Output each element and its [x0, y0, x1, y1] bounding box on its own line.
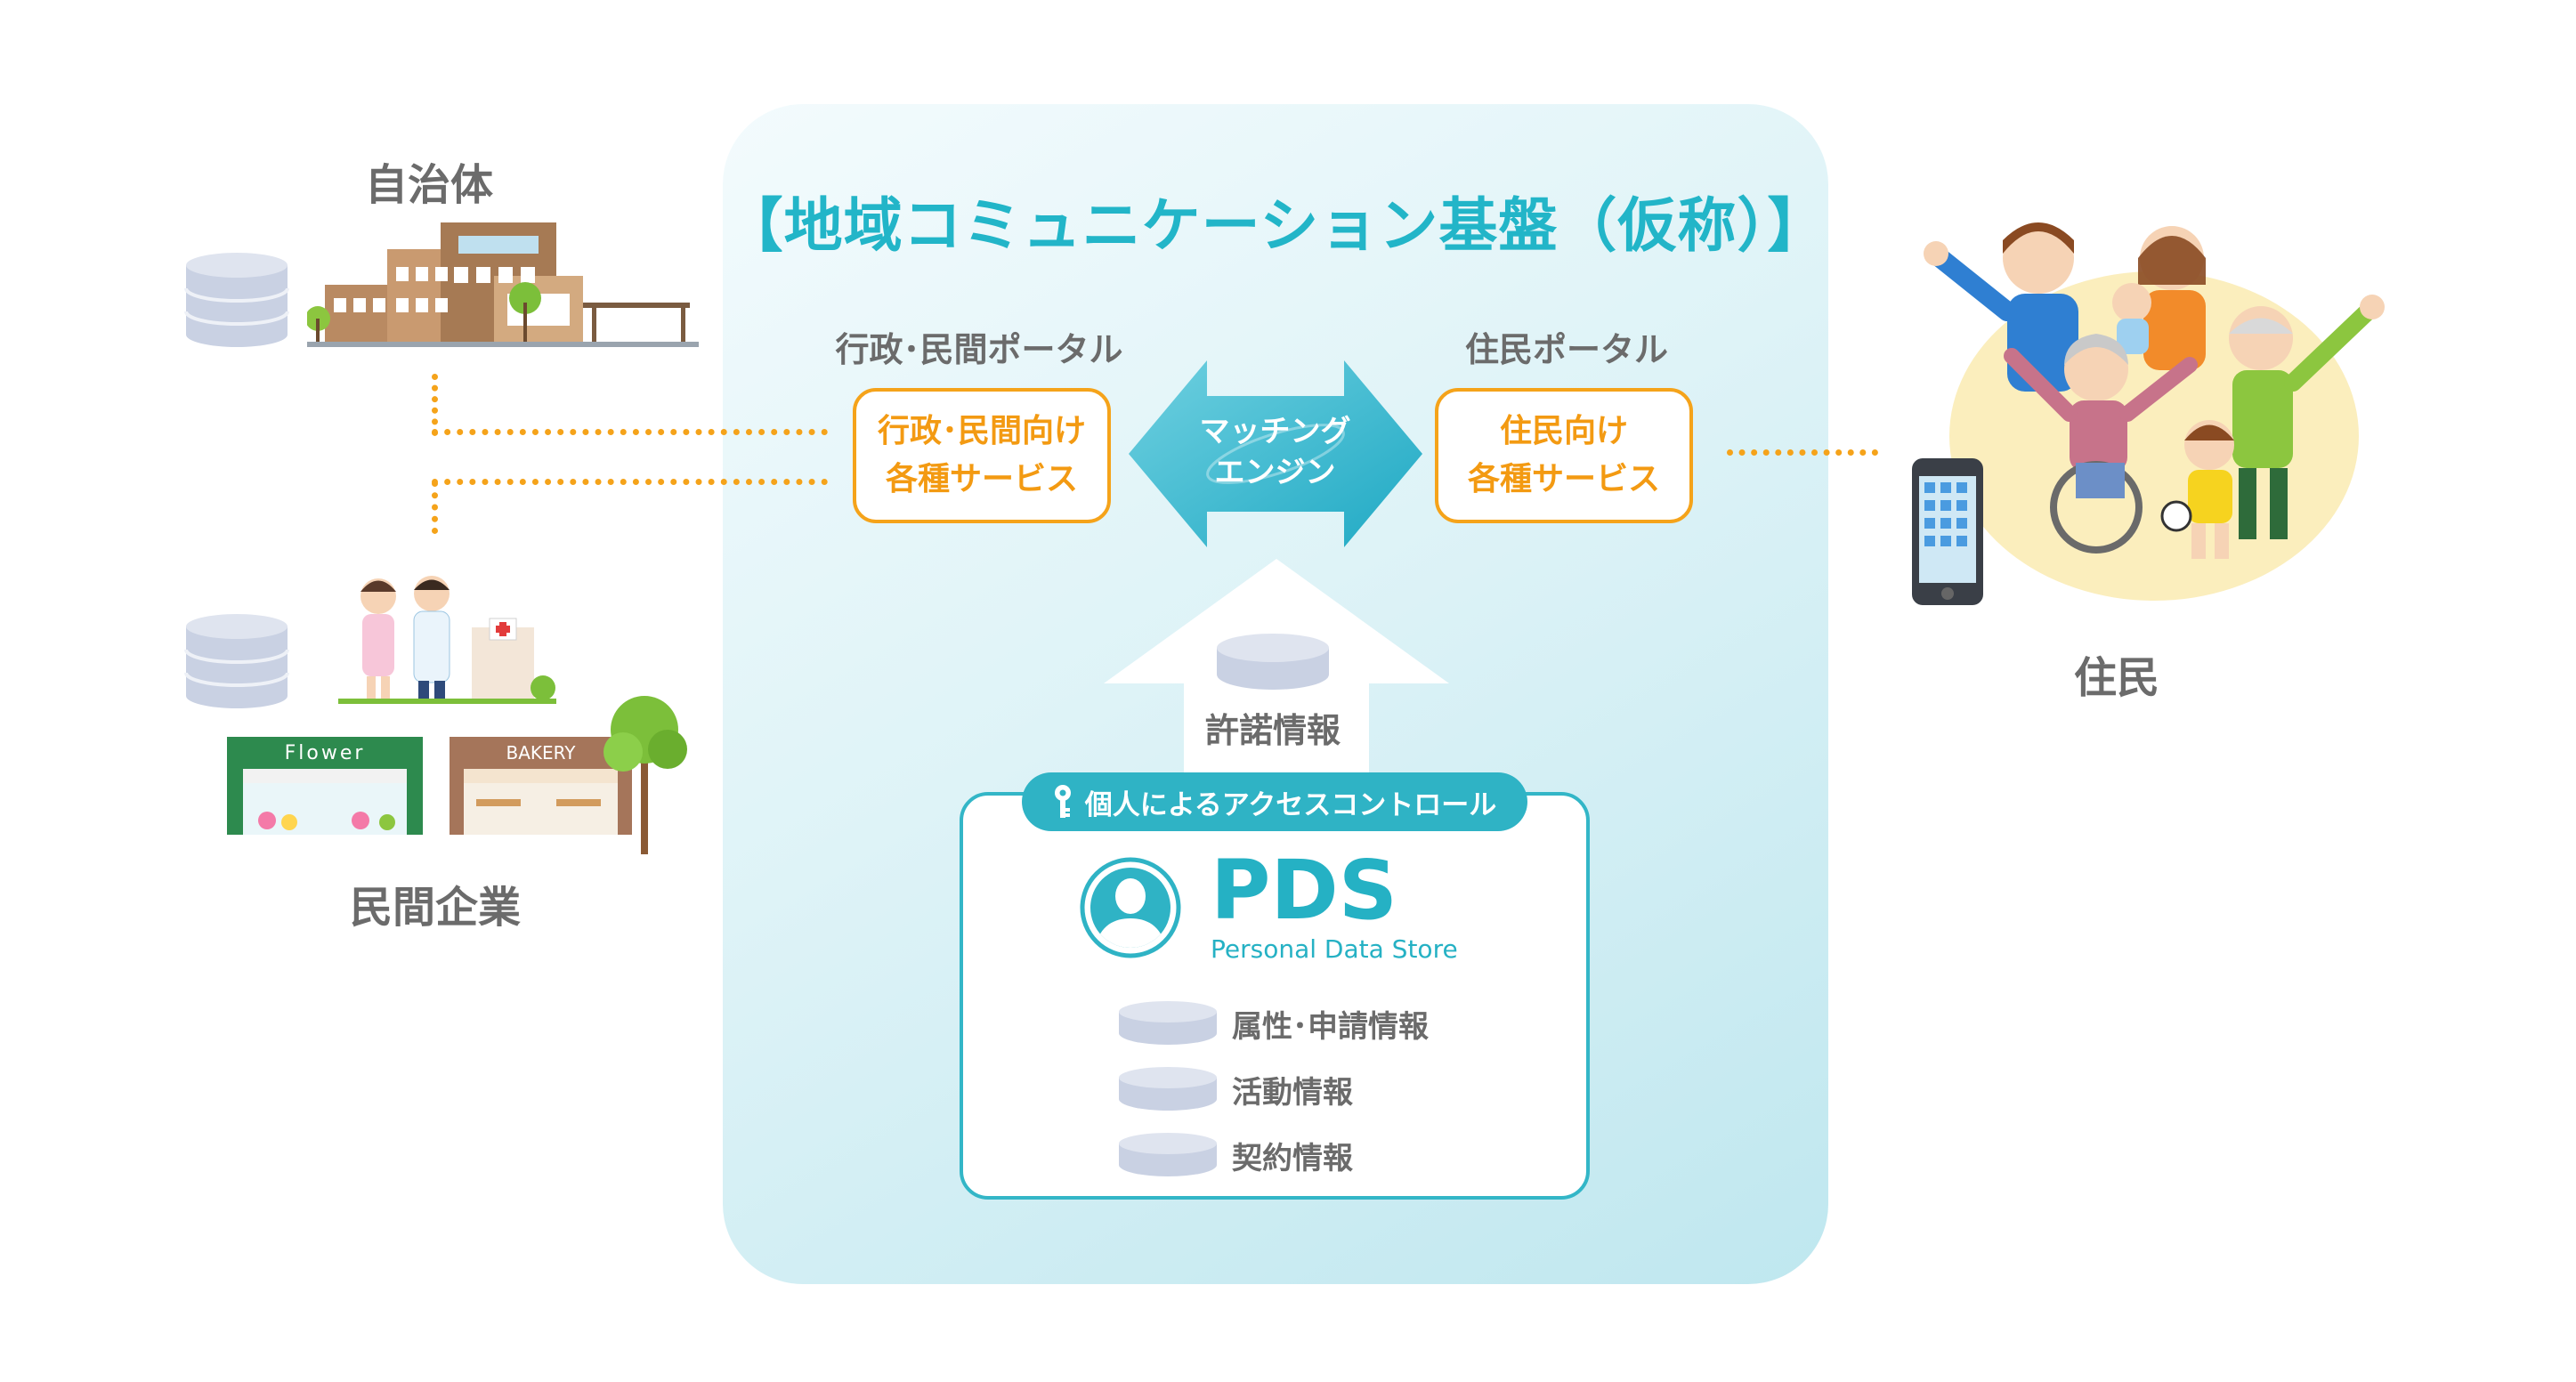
- admin-service-box: 行政･民間向け 各種サービス: [853, 388, 1111, 523]
- pds-item-activity: 活動情報: [1232, 1075, 1353, 1111]
- resident-service-line1: 住民向け: [1499, 413, 1628, 449]
- bakery-shop-icon: [450, 737, 632, 835]
- connector-company: [432, 479, 828, 485]
- admin-service-line2: 各種サービス: [885, 461, 1078, 497]
- connector-municipality: [432, 429, 828, 435]
- access-control-label: 個人によるアクセスコントロール: [1084, 788, 1497, 821]
- consent-label: 許諾情報: [1204, 711, 1341, 750]
- company-database-icon: [184, 614, 289, 708]
- municipality-database-icon: [184, 253, 289, 347]
- matching-engine-label: マッチング エンジン: [1184, 411, 1366, 493]
- city-hall-building-icon: [307, 222, 699, 347]
- resident-service-box: 住民向け 各種サービス: [1435, 388, 1693, 523]
- connector-municipality-vertical: [432, 374, 438, 436]
- resident-portal-label: 住民ポータル: [1464, 330, 1668, 369]
- flower-shop-icon: [227, 737, 423, 835]
- access-control-badge: 個人によるアクセスコントロール: [1022, 772, 1527, 831]
- key-icon: [1054, 785, 1071, 818]
- municipality-label: 自治体: [365, 160, 494, 210]
- connector-resident: [1727, 449, 1878, 456]
- admin-service-line1: 行政･民間向け: [877, 413, 1086, 449]
- pds-title: PDS: [1211, 843, 1398, 938]
- pds-item-attributes: 属性･申請情報: [1232, 1009, 1429, 1045]
- resident-label: 住民: [2074, 653, 2160, 703]
- admin-portal-label: 行政･民間ポータル: [835, 330, 1123, 369]
- private-company-label: 民間企業: [350, 883, 522, 933]
- database-icon-attributes: [1119, 1001, 1217, 1045]
- pds-subtitle: Personal Data Store: [1211, 934, 1458, 964]
- consent-database-icon: [1217, 634, 1329, 690]
- residents-family-illustration: [1912, 222, 2385, 605]
- resident-service-line2: 各種サービス: [1467, 461, 1660, 497]
- flower-shop-sign: Flower: [284, 742, 366, 764]
- doctor-nurse-clinic-icon: [338, 576, 556, 704]
- matching-line2: エンジン: [1214, 455, 1336, 490]
- matching-line1: マッチング: [1199, 414, 1351, 449]
- pds-item-contract: 契約情報: [1232, 1141, 1353, 1176]
- database-icon-contract: [1119, 1133, 1217, 1176]
- bakery-shop-sign: BAKERY: [506, 742, 576, 764]
- connector-company-vertical: [432, 481, 438, 534]
- person-avatar-icon: [1080, 857, 1181, 958]
- tree-icon: [603, 696, 687, 854]
- platform-title: 【地域コミュニケーション基盤（仮称）】: [724, 191, 1827, 260]
- matching-engine-arrow: [1129, 360, 1422, 547]
- database-icon-activity: [1119, 1067, 1217, 1111]
